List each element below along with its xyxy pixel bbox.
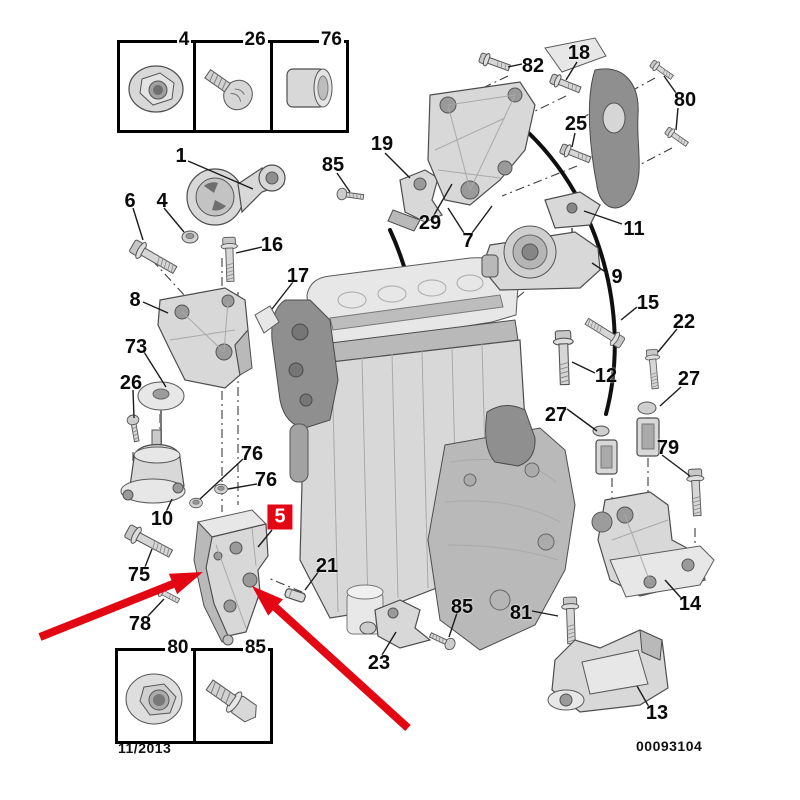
inset-part-number: 85 <box>242 637 268 658</box>
inset-cell-nut-4: 4 <box>120 30 197 130</box>
part-19-bracket <box>387 169 443 232</box>
part-6-bolt <box>127 237 180 279</box>
part-73-cap-disc <box>137 381 185 446</box>
part-label-85: 85 <box>321 154 345 176</box>
flange-nut-illustration <box>128 65 184 113</box>
part-label-76: 76 <box>240 443 264 465</box>
part-85-screw-upper <box>335 187 365 204</box>
part-label-17: 17 <box>286 265 310 287</box>
assembly-axis-lines <box>132 75 696 700</box>
part-label-15: 15 <box>636 292 660 314</box>
highlight-arrows <box>38 572 411 731</box>
document-number: 00093104 <box>636 738 703 754</box>
part-label-22: 22 <box>672 311 696 333</box>
part-label-8: 8 <box>129 289 141 311</box>
part-14-gearbox-mount-bracket <box>591 491 715 598</box>
part-15-bolt <box>582 314 627 351</box>
pan-head-screw-illustration <box>204 68 254 111</box>
part-label-6: 6 <box>124 190 136 212</box>
part-label-13: 13 <box>645 702 669 724</box>
part-label-85: 85 <box>450 596 474 618</box>
part-16-bolt <box>220 236 239 283</box>
part-5-engine-mount-bracket <box>189 483 269 646</box>
part-label-14: 14 <box>678 593 702 615</box>
inset-cell-screw-26: 26 <box>196 30 273 130</box>
hex-screw-illustration <box>204 679 257 723</box>
part-1-upper-torque-rod-mount <box>186 164 286 226</box>
heat-shield <box>544 37 640 209</box>
inset-cell-bushing-76: 76 <box>273 30 346 130</box>
part-label-27: 27 <box>544 404 568 426</box>
part-label-7: 7 <box>462 230 474 252</box>
part-label-11: 11 <box>623 218 645 240</box>
inset-part-number: 4 <box>176 29 192 50</box>
part-17-plate <box>254 305 280 334</box>
part-label-1: 1 <box>175 145 187 167</box>
part-13-support-bracket <box>547 629 669 713</box>
flange-nut-illustration <box>125 673 183 725</box>
part-8-bracket <box>157 287 253 389</box>
part-label-82: 82 <box>521 55 545 77</box>
part-label-16: 16 <box>260 234 284 256</box>
part-label-81: 81 <box>509 602 533 624</box>
part-4-nut <box>181 230 199 244</box>
inset-part-number: 76 <box>318 29 344 50</box>
inset-cell-nut-80: 80 <box>118 638 196 741</box>
part-label-23: 23 <box>367 652 391 674</box>
part-82-bolt <box>477 50 512 75</box>
part-27-stud-left <box>592 425 618 475</box>
part-label-29: 29 <box>418 212 442 234</box>
part-label-4: 4 <box>156 190 168 212</box>
part-26-screw <box>125 413 143 443</box>
part-18-bolt <box>548 71 583 97</box>
part-7-engine-bracket <box>427 81 536 206</box>
part-label-75: 75 <box>127 564 151 586</box>
part-label-10: 10 <box>150 508 174 530</box>
part-27-stud-right <box>636 401 660 457</box>
part-label-19: 19 <box>370 133 394 155</box>
part-80-bolt-lower <box>663 125 691 149</box>
part-label-9: 9 <box>611 266 623 288</box>
red-arrow-left <box>38 572 203 641</box>
part-label-12: 12 <box>594 365 618 387</box>
bushing-illustration <box>286 68 333 108</box>
part-25-bolt <box>558 141 593 167</box>
part-label-26: 26 <box>119 372 143 394</box>
leader-lines <box>132 61 691 708</box>
part-label-18: 18 <box>567 42 591 64</box>
inset-part-number: 26 <box>242 29 268 50</box>
inset-part-number: 80 <box>165 637 191 658</box>
inset-cell-screw-85: 85 <box>196 638 271 741</box>
starter-motor <box>485 405 536 467</box>
part-23-bracket <box>359 599 432 649</box>
part-label-78: 78 <box>128 613 152 635</box>
date-code: 11/2013 <box>118 740 172 756</box>
fastener-inset-box-bottom: 80 85 <box>115 638 273 744</box>
part-80-bolt-upper <box>648 58 676 82</box>
exhaust-manifold <box>271 299 339 429</box>
part-10-hydraulic-mount <box>120 429 186 504</box>
part-85-screw-lower <box>427 629 458 652</box>
part-label-25: 25 <box>564 113 588 135</box>
highlighted-part-label-5: 5 <box>267 504 293 530</box>
engine-assembly <box>271 257 576 651</box>
part-label-80: 80 <box>673 89 697 111</box>
part-label-76: 76 <box>254 469 278 491</box>
part-9-lower-torque-rod-mount <box>481 225 601 291</box>
part-22-bolt <box>644 348 663 390</box>
fastener-inset-box-top: 4 26 76 <box>117 30 349 133</box>
part-label-79: 79 <box>656 437 680 459</box>
part-81-bolt <box>560 596 581 645</box>
part-21-spacer-pin <box>284 588 306 603</box>
part-label-21: 21 <box>315 555 339 577</box>
part-label-27: 27 <box>677 368 701 390</box>
part-12-bolt <box>552 329 576 386</box>
red-arrow-right <box>252 586 411 731</box>
part-label-73: 73 <box>124 336 148 358</box>
